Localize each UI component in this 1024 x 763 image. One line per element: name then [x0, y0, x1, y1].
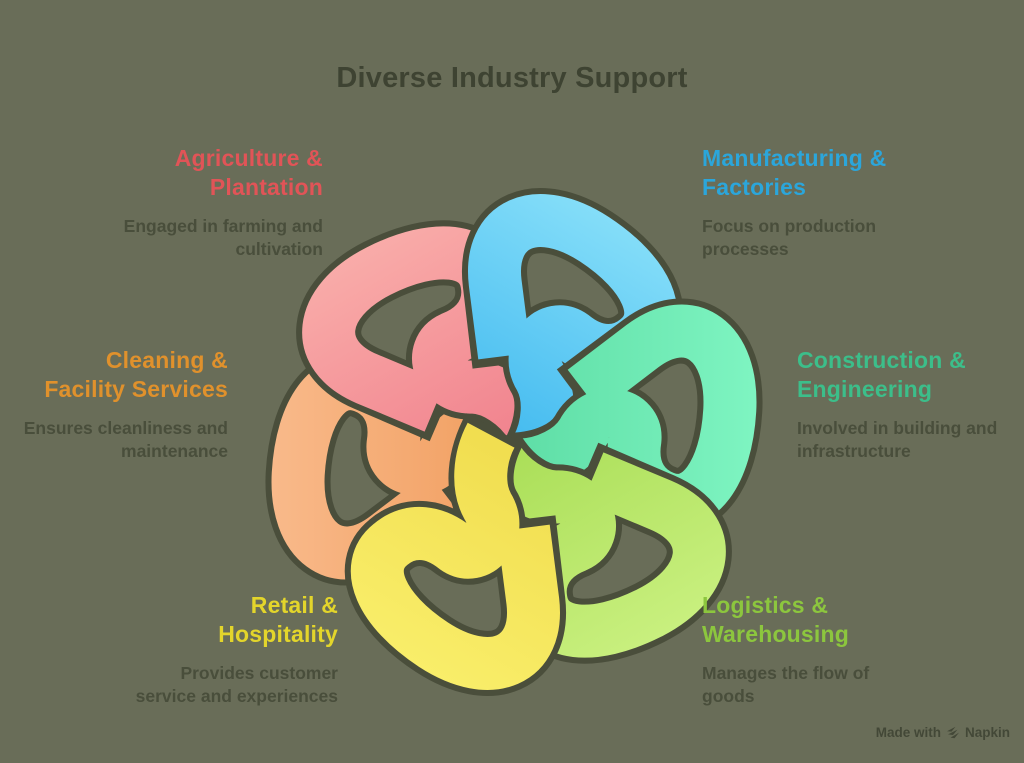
section-title-line2: Factories: [702, 174, 807, 200]
section-manufacturing-factories: Manufacturing & Factories Focus on produ…: [702, 144, 1002, 261]
section-description: Manages the flow of goods: [702, 663, 870, 706]
section-title-line1: Logistics &: [702, 592, 829, 618]
section-title: Retail & Hospitality: [38, 591, 338, 649]
watermark-prefix: Made with: [875, 724, 941, 740]
section-title-line1: Retail &: [250, 592, 338, 618]
section-description: Involved in building and infrastructure: [797, 418, 998, 461]
section-title: Manufacturing & Factories: [702, 144, 1002, 202]
napkin-watermark[interactable]: Made with Napkin: [876, 722, 1010, 742]
section-title-line1: Cleaning &: [105, 347, 228, 373]
section-agriculture-plantation: Agriculture & Plantation Engaged in farm…: [23, 144, 323, 261]
section-title-line2: Warehousing: [702, 621, 850, 647]
section-logistics-warehousing: Logistics & Warehousing Manages the flow…: [702, 591, 1002, 708]
section-title: Construction & Engineering: [797, 346, 1024, 404]
section-title: Agriculture & Plantation: [23, 144, 323, 202]
section-title-line1: Manufacturing &: [702, 145, 887, 171]
section-title-line1: Agriculture &: [174, 145, 323, 171]
section-cleaning-facility-services: Cleaning & Facility Services Ensures cle…: [0, 346, 228, 463]
section-title-line2: Plantation: [209, 174, 323, 200]
page-title: Diverse Industry Support: [336, 62, 688, 94]
section-title-line2: Hospitality: [218, 621, 338, 647]
napkin-logo-icon: [946, 725, 960, 739]
watermark-brand: Napkin: [964, 724, 1010, 740]
section-title-line1: Construction &: [797, 347, 966, 373]
section-title-line2: Engineering: [797, 376, 933, 402]
section-description: Focus on production processes: [702, 216, 877, 259]
section-title: Logistics & Warehousing: [702, 591, 1002, 649]
section-description: Ensures cleanliness and maintenance: [23, 418, 228, 461]
section-construction-engineering: Construction & Engineering Involved in b…: [797, 346, 1024, 463]
section-title: Cleaning & Facility Services: [0, 346, 228, 404]
section-title-line2: Facility Services: [44, 376, 228, 402]
section-retail-hospitality: Retail & Hospitality Provides customer s…: [38, 591, 338, 708]
section-description: Provides customer service and experience…: [135, 663, 338, 706]
section-description: Engaged in farming and cultivation: [123, 216, 323, 259]
